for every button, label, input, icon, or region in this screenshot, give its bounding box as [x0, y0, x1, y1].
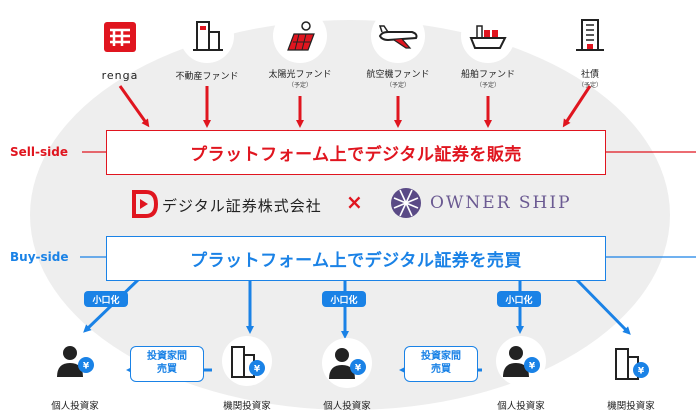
- source-label-aircraft: 航空機ファンド: [366, 70, 430, 80]
- building-icon: [180, 9, 234, 63]
- ship-icon: [461, 9, 515, 63]
- arrow-renga: [118, 85, 150, 128]
- svg-text:¥: ¥: [83, 362, 90, 372]
- trade-box-2-line-2: 売買: [431, 364, 451, 375]
- source-label-bond: 社債: [580, 70, 599, 80]
- investor-label-2: 機関投資家: [223, 401, 271, 412]
- source-sub-bond: （予定）: [577, 82, 602, 89]
- individual-investor-icon-1: ¥: [50, 336, 100, 386]
- trade-box-1-line-2: 売買: [157, 364, 177, 375]
- fractional-pill-3: 小口化: [497, 291, 541, 307]
- partnership-cross: ×: [346, 190, 363, 214]
- trade-box-1: 投資家間 売買: [130, 346, 204, 382]
- investor-label-3: 個人投資家: [323, 401, 371, 412]
- digital-securities-name: デジタル証券株式会社: [162, 197, 322, 215]
- source-label-solar: 太陽光ファンド: [268, 70, 332, 80]
- renga-logo-icon: [93, 9, 147, 63]
- investor-label-1: 個人投資家: [51, 401, 99, 412]
- trade-box-2: 投資家間 売買: [404, 346, 478, 382]
- ownership-name: OWNER SHIP: [430, 193, 572, 213]
- source-label-ship: 船舶ファンド: [460, 70, 515, 80]
- office-tower-icon: [563, 9, 617, 63]
- buy-side-bar: プラットフォーム上でデジタル証券を売買: [106, 236, 606, 281]
- svg-text:¥: ¥: [254, 365, 261, 375]
- source-label-real-estate: 不動産ファンド: [175, 72, 239, 82]
- investor-label-4: 個人投資家: [497, 401, 545, 412]
- sell-side-bar: プラットフォーム上でデジタル証券を販売: [106, 130, 606, 175]
- trade-box-1-line-1: 投資家間: [147, 351, 187, 362]
- svg-text:¥: ¥: [638, 367, 645, 377]
- arrow-bond: [562, 85, 592, 128]
- institutional-investor-icon-1: ¥: [222, 336, 272, 386]
- source-label-renga: renga: [101, 69, 139, 82]
- svg-text:¥: ¥: [529, 362, 536, 372]
- source-sub-aircraft: （予定）: [385, 82, 410, 89]
- fractional-pill-1: 小口化: [84, 291, 128, 307]
- investor-label-5: 機関投資家: [607, 401, 655, 412]
- source-sub-ship: （予定）: [475, 82, 500, 89]
- ownership-logo-icon: [389, 186, 423, 224]
- arrow-investor-5: [573, 276, 631, 335]
- buy-side-label: Buy-side: [10, 250, 69, 264]
- fractional-pill-2: 小口化: [322, 291, 366, 307]
- source-sub-solar: （予定）: [287, 82, 312, 89]
- institutional-investor-icon-2: ¥: [606, 338, 656, 388]
- svg-text:¥: ¥: [355, 364, 362, 374]
- individual-investor-icon-3: ¥: [496, 336, 546, 386]
- airplane-icon: [371, 9, 425, 63]
- sell-side-label: Sell-side: [10, 145, 68, 159]
- solar-panel-icon: [273, 9, 327, 63]
- digital-securities-logo-icon: [132, 190, 159, 222]
- individual-investor-icon-2: ¥: [322, 338, 372, 388]
- trade-box-2-line-1: 投資家間: [421, 351, 461, 362]
